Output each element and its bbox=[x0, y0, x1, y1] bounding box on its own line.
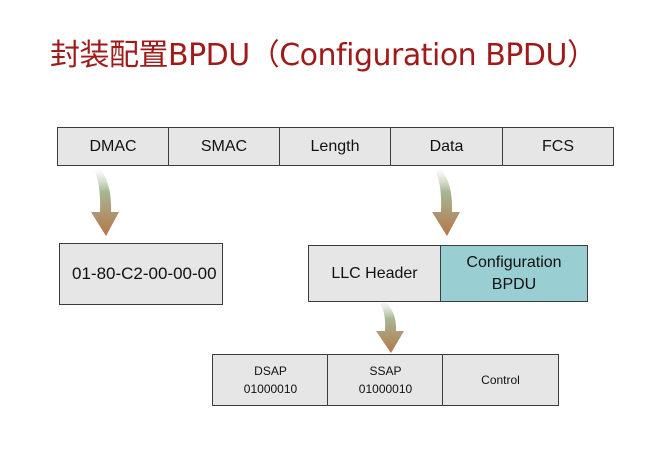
dmac-value-box: 01-80-C2-00-00-00 bbox=[59, 243, 223, 305]
arrow-llc-icon bbox=[376, 300, 404, 353]
dsap-value: 01000010 bbox=[243, 382, 298, 396]
frame-field-smac: SMAC bbox=[168, 127, 280, 166]
frame-field-data: Data bbox=[390, 127, 503, 166]
ssap-value: 01000010 bbox=[358, 382, 413, 396]
dsap-label: DSAP bbox=[254, 364, 287, 378]
frame-field-length: Length bbox=[279, 127, 391, 166]
arrow-data-icon bbox=[432, 168, 460, 236]
configuration-bpdu-box: Configuration BPDU bbox=[440, 245, 588, 302]
arrow-dmac-icon bbox=[91, 168, 119, 236]
llc-header-box: LLC Header bbox=[308, 245, 441, 302]
ssap-label: SSAP bbox=[369, 364, 402, 378]
frame-field-fcs: FCS bbox=[502, 127, 614, 166]
control-label: Control bbox=[481, 373, 520, 387]
llc-field-dsap: DSAP 01000010 bbox=[212, 354, 329, 406]
frame-field-dmac: DMAC bbox=[57, 127, 169, 166]
llc-field-ssap: SSAP 01000010 bbox=[327, 354, 444, 406]
slide-title: 封装配置BPDU（Configuration BPDU） bbox=[50, 38, 597, 73]
llc-field-control: Control bbox=[442, 354, 559, 406]
